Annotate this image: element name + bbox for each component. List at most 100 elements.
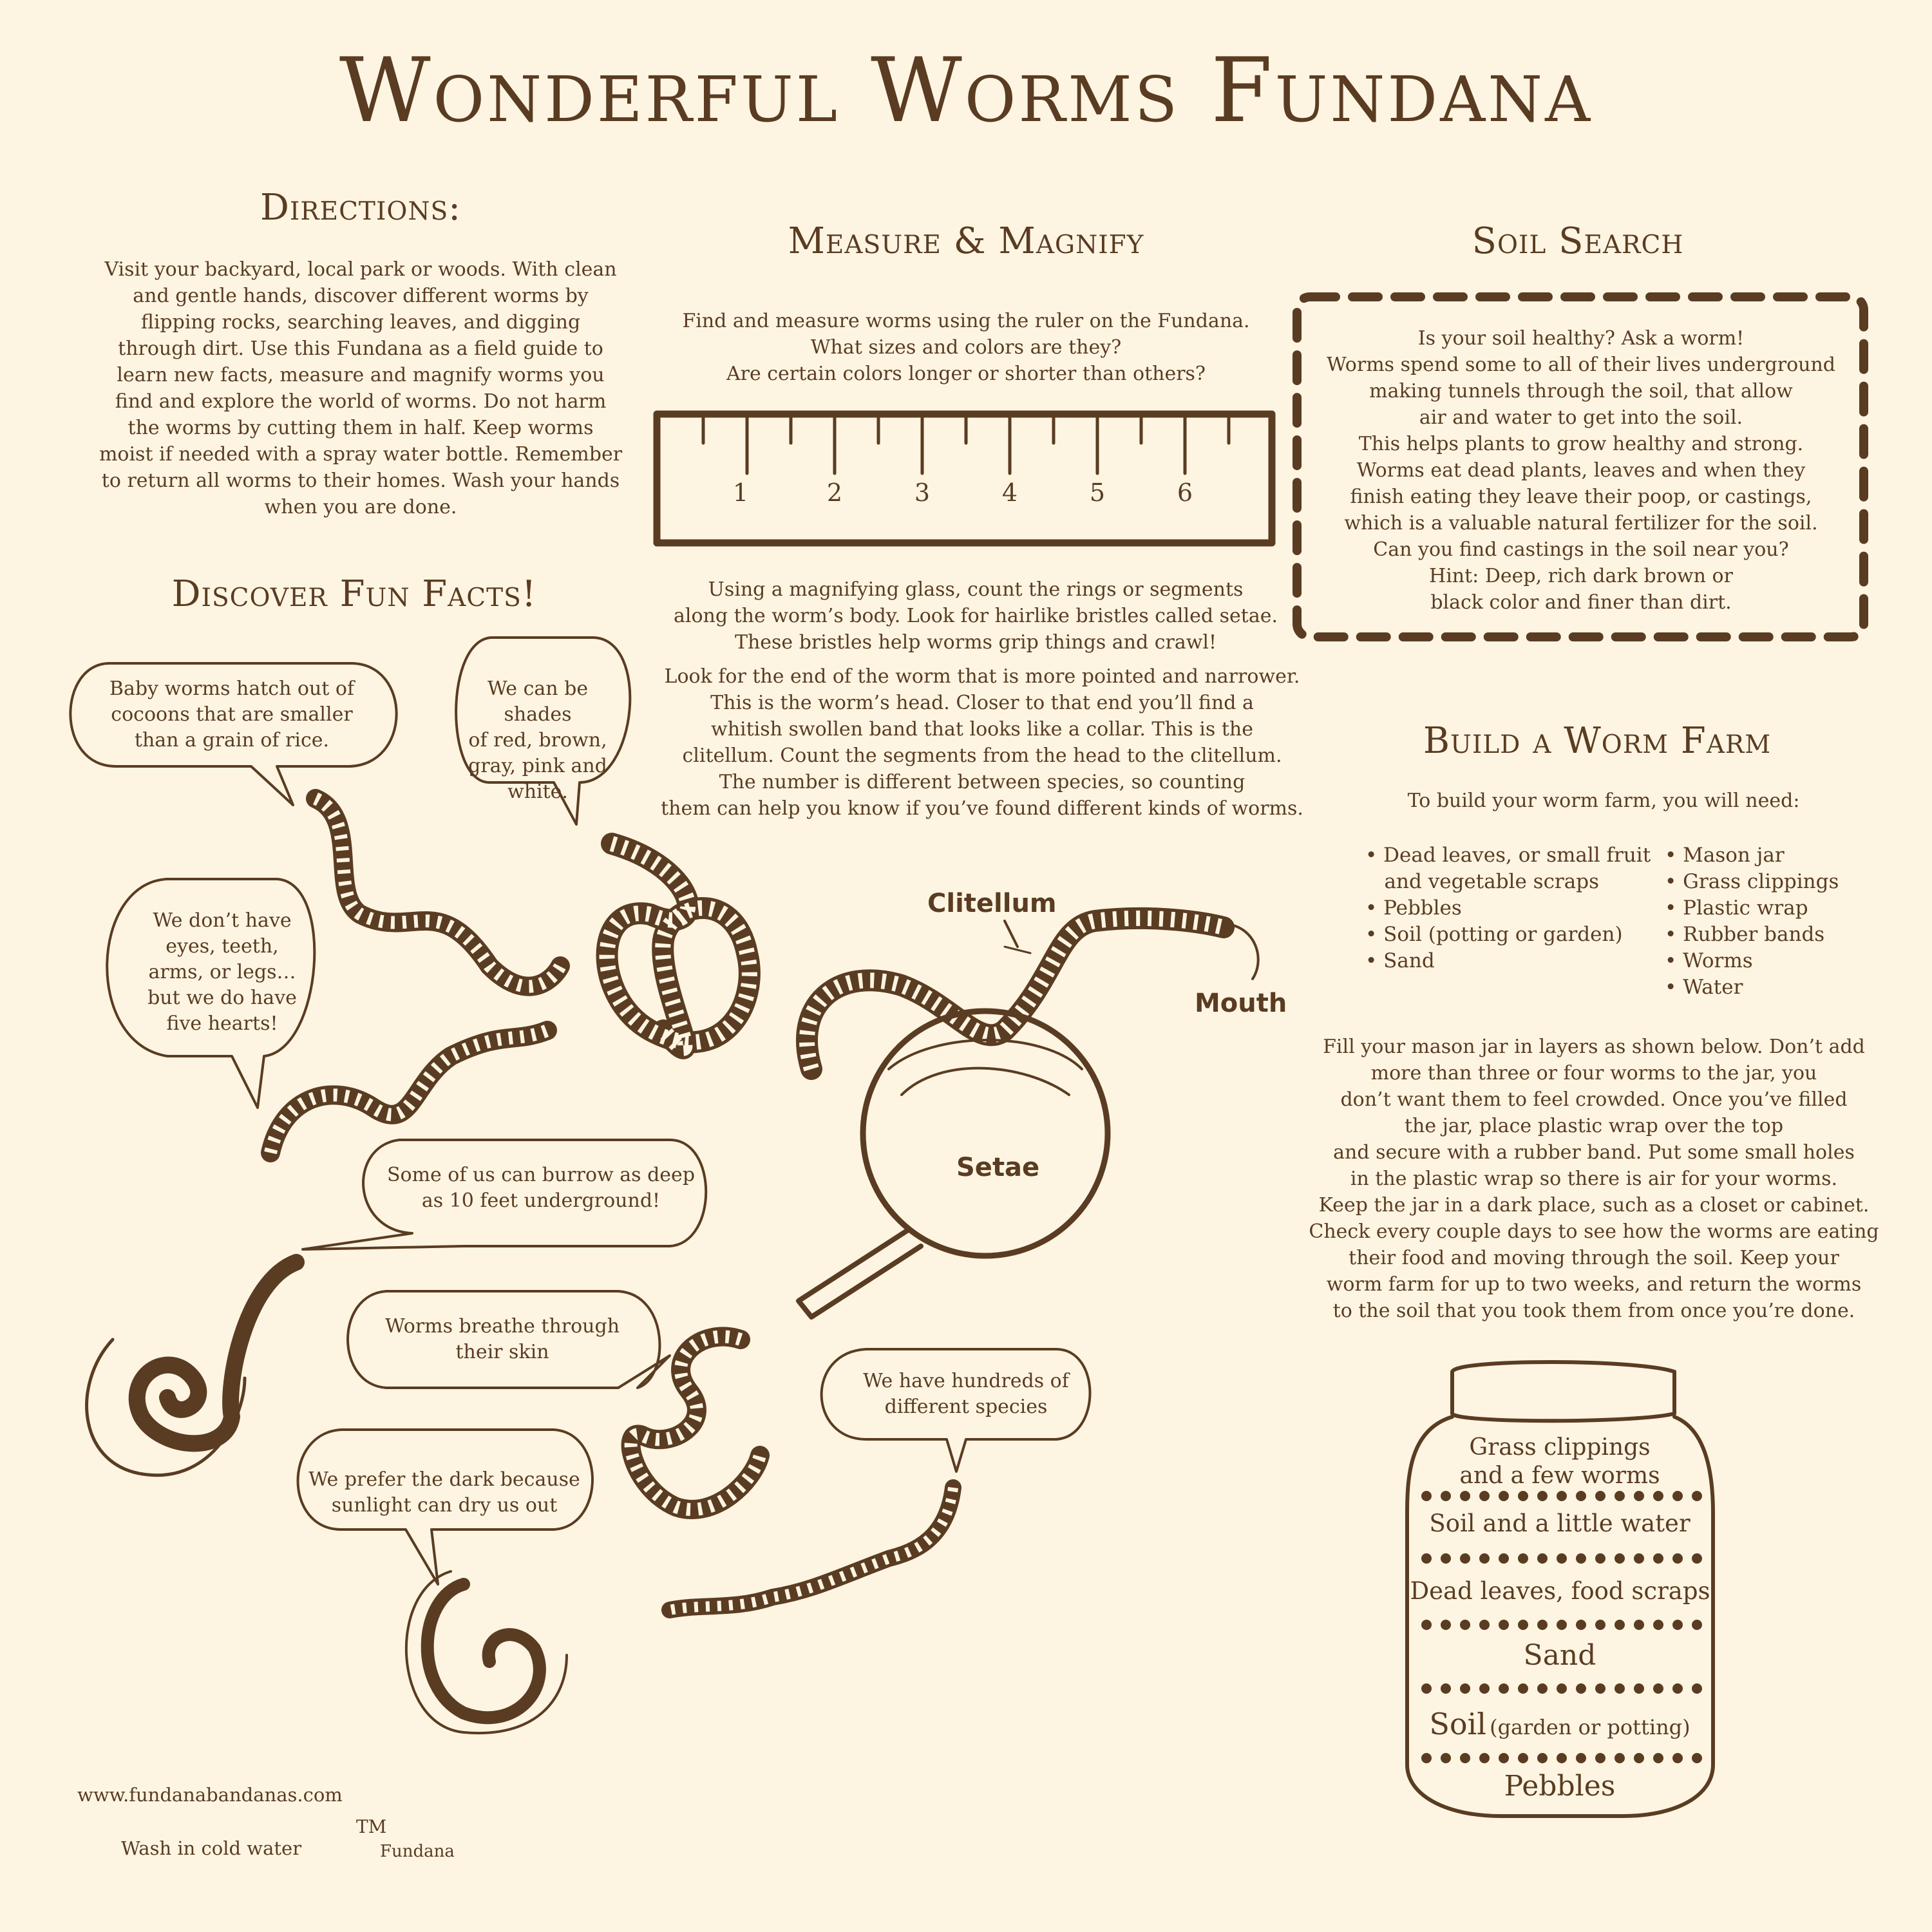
magnifier-diagram <box>796 907 1260 1320</box>
head-text-line: The number is different between species,… <box>719 771 1245 793</box>
ruler-number: 3 <box>914 478 931 507</box>
supply-item: and vegetable scraps <box>1365 870 1599 893</box>
head-text-line: clitellum. Count the segments from the h… <box>682 744 1282 767</box>
ruler-number: 2 <box>826 478 843 507</box>
fact-line: but we do have <box>147 987 297 1009</box>
fact-line: as 10 feet underground! <box>421 1189 661 1212</box>
soil-line: making tunnels through the soil, that al… <box>1369 380 1793 402</box>
farm-instruction-line: more than three or four worms to the jar… <box>1370 1062 1817 1084</box>
fact-line: gray, pink and <box>468 755 607 777</box>
supply-item: • Plastic wrap <box>1665 896 1808 920</box>
ruler-number: 6 <box>1177 478 1193 507</box>
fact-line: We don’t have <box>153 909 292 932</box>
ruler-number: 5 <box>1089 478 1106 507</box>
farm-instruction-line: worm farm for up to two weeks, and retur… <box>1326 1273 1862 1296</box>
directions-line: learn new facts, measure and magnify wor… <box>117 364 605 386</box>
soil-text: Is your soil healthy? Ask a worm! Worms … <box>1307 325 1855 616</box>
measure-intro-line: What sizes and colors are they? <box>810 336 1122 359</box>
fact-line: We have hundreds of <box>863 1370 1069 1392</box>
jar-layer-soil-water: Soil and a little water <box>1429 1510 1690 1537</box>
supply-item: • Soil (potting or garden) <box>1365 923 1623 946</box>
facts-heading: Discover Fun Facts! <box>171 573 537 615</box>
measure-intro: Find and measure worms using the ruler o… <box>644 308 1288 387</box>
fact-line: We can be shades <box>487 677 589 726</box>
fact-line: sunlight can dry us out <box>331 1494 558 1517</box>
worm-drawings <box>85 789 961 1735</box>
magnify-line: Using a magnifying glass, count the ring… <box>708 578 1244 601</box>
directions-line: find and explore the world of worms. Do … <box>115 390 607 413</box>
directions-line: when you are done. <box>264 496 457 518</box>
directions-line: moist if needed with a spray water bottl… <box>99 443 623 466</box>
jar-divider-1 <box>1421 1491 1702 1501</box>
head-text-line: Look for the end of the worm that is mor… <box>664 665 1300 688</box>
supply-item: • Water <box>1665 976 1743 999</box>
directions-line: flipping rocks, searching leaves, and di… <box>140 311 581 334</box>
measure-intro-line: Are certain colors longer or shorter tha… <box>726 363 1206 385</box>
fact-line: of red, brown, <box>468 729 607 752</box>
fact-line: eyes, teeth, <box>166 935 279 958</box>
directions-line: Visit your backyard, local park or woods… <box>104 258 617 281</box>
fact-bubble-breathe: Worms breathe through their skin <box>361 1314 644 1365</box>
soil-line: finish eating they leave their poop, or … <box>1350 486 1812 508</box>
ruler <box>653 410 1276 547</box>
jar-layer-pebbles: Pebbles <box>1504 1770 1616 1803</box>
measure-intro-line: Find and measure worms using the ruler o… <box>682 310 1250 332</box>
farm-instruction-line: don’t want them to feel crowded. Once yo… <box>1340 1088 1848 1111</box>
fact-line: different species <box>884 1396 1048 1418</box>
jar-divider-5 <box>1421 1753 1702 1763</box>
mouth-label: Mouth <box>1195 989 1287 1018</box>
fact-line: cocoons that are smaller <box>111 703 353 726</box>
magnify-line: along the worm’s body. Look for hairlike… <box>674 605 1278 627</box>
fact-bubble-burrow: Some of us can burrow as deep as 10 feet… <box>361 1162 721 1214</box>
fact-bubble-dark: We prefer the dark because sunlight can … <box>277 1467 612 1519</box>
directions-line: to return all worms to their homes. Wash… <box>101 469 620 492</box>
supplies-list-right: • Mason jar • Grass clippings • Plastic … <box>1665 842 1858 1001</box>
directions-line: through dirt. Use this Fundana as a fiel… <box>118 337 603 360</box>
measure-heading: Measure & Magnify <box>788 220 1144 262</box>
fact-line: five hearts! <box>166 1012 278 1035</box>
magnify-line: These bristles help worms grip things an… <box>734 631 1217 654</box>
mason-jar <box>1405 1360 1715 1818</box>
farm-instruction-line: and secure with a rubber band. Put some … <box>1333 1141 1855 1164</box>
farm-instructions: Fill your mason jar in layers as shown b… <box>1288 1034 1900 1324</box>
supply-item: • Dead leaves, or small fruit <box>1365 844 1651 867</box>
website-text: www.fundanabandanas.com <box>77 1784 343 1806</box>
fact-bubble-colors: We can be shades of red, brown, gray, pi… <box>451 676 625 805</box>
jar-layer-line: Grass clippings <box>1469 1434 1651 1461</box>
fact-line: arms, or legs… <box>148 961 296 983</box>
fact-line: white. <box>507 781 568 803</box>
soil-heading: Soil Search <box>1472 220 1684 262</box>
soil-line: Is your soil healthy? Ask a worm! <box>1417 327 1745 350</box>
ruler-number: 1 <box>732 478 749 507</box>
fact-bubble-hearts: We don’t have eyes, teeth, arms, or legs… <box>116 908 328 1037</box>
supply-item: • Sand <box>1365 949 1435 972</box>
speech-bubbles <box>69 636 1092 1586</box>
farm-intro: To build your worm farm, you will need: <box>1407 790 1800 812</box>
trademark-mark: TM <box>356 1816 387 1837</box>
brand-name: Fundana <box>380 1842 455 1861</box>
fact-line: Baby worms hatch out of <box>109 677 355 700</box>
farm-instruction-line: Check every couple days to see how the w… <box>1309 1220 1879 1243</box>
soil-line: air and water to get into the soil. <box>1419 406 1743 429</box>
jar-divider-2 <box>1421 1553 1702 1564</box>
farm-heading: Build a Worm Farm <box>1423 720 1772 762</box>
fact-line: Some of us can burrow as deep <box>386 1164 696 1186</box>
supply-item: • Worms <box>1665 949 1753 972</box>
fact-line: Worms breathe through <box>384 1315 620 1338</box>
directions-text: Visit your backyard, local park or woods… <box>90 256 631 520</box>
jar-layer-soil: Soil (garden or potting) <box>1399 1707 1721 1741</box>
wash-instructions: Wash in cold water <box>121 1837 302 1859</box>
supply-item: • Rubber bands <box>1665 923 1825 946</box>
fact-line: than a grain of rice. <box>134 729 330 752</box>
supply-item: • Mason jar <box>1665 844 1785 867</box>
fact-bubble-species: We have hundreds of different species <box>824 1368 1108 1420</box>
soil-line: Hint: Deep, rich dark brown or <box>1429 565 1733 587</box>
jar-layer-soil-main: Soil <box>1429 1707 1486 1741</box>
soil-line: which is a valuable natural fertilizer f… <box>1344 512 1818 535</box>
ruler-number: 4 <box>1001 478 1018 507</box>
head-text: Look for the end of the worm that is mor… <box>644 663 1320 822</box>
page-title: Wonderful Worms Fundana <box>339 39 1593 142</box>
supply-item: • Pebbles <box>1365 896 1462 920</box>
supply-item: • Grass clippings <box>1665 870 1839 893</box>
